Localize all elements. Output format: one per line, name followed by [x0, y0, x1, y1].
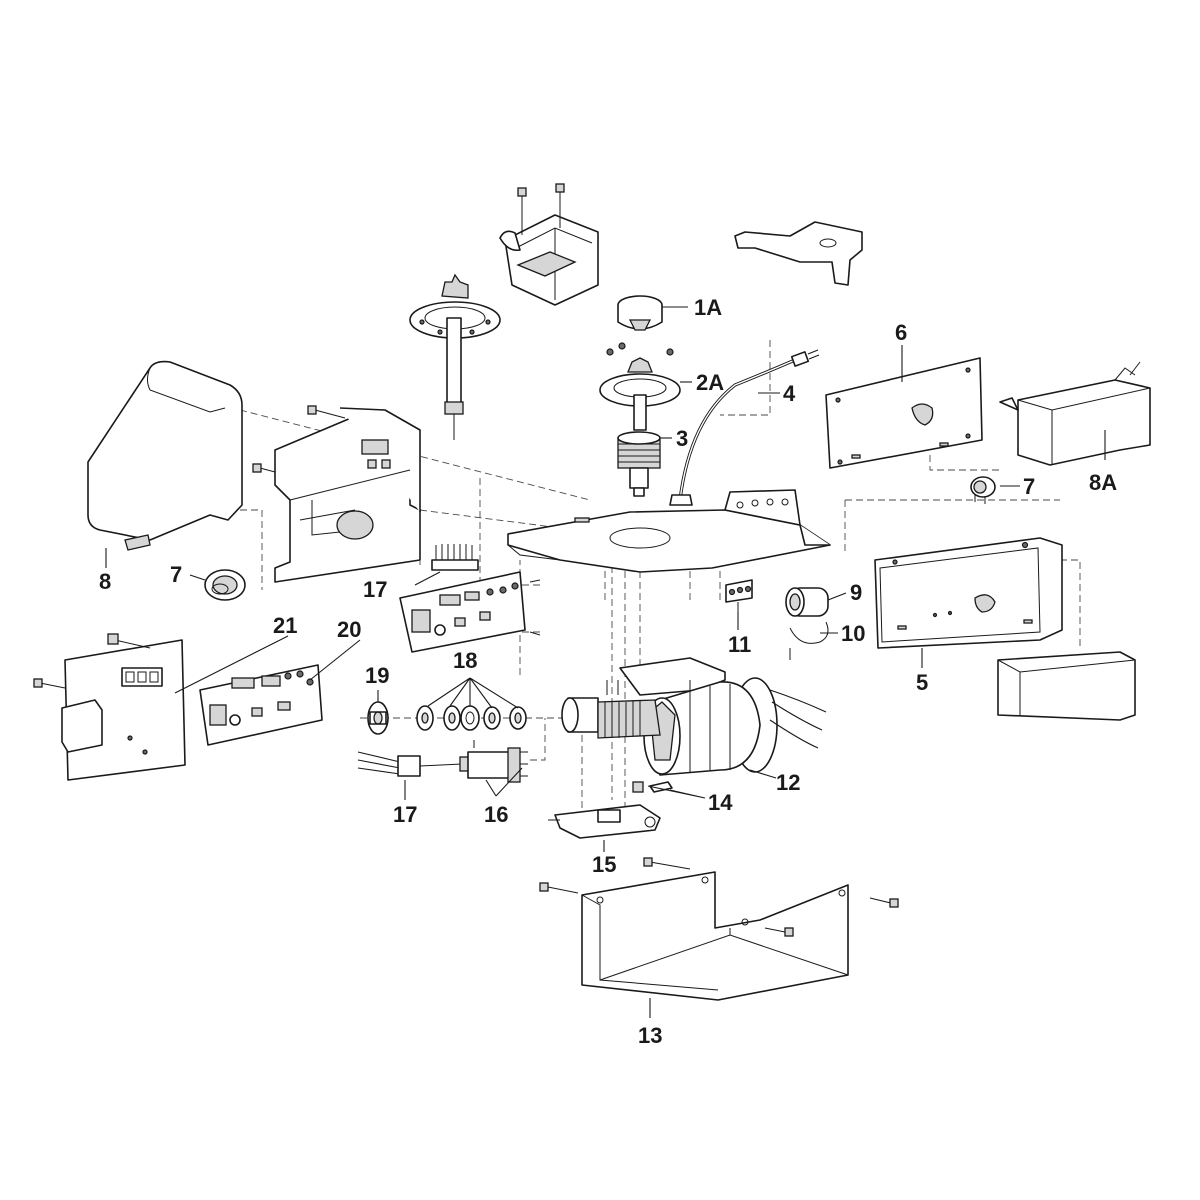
sprocket-shaft-assembly [409, 273, 501, 440]
label-15: 15 [592, 852, 616, 877]
label-1a: 1A [694, 295, 722, 320]
label-20: 20 [337, 617, 361, 642]
part-18-logic-board [399, 571, 541, 653]
part-15-limit-assembly [548, 804, 661, 839]
part-16-sensor [467, 740, 528, 783]
part-1a-cap [617, 295, 663, 331]
part-8-cover [87, 360, 243, 551]
part-20-receiver-board [199, 664, 323, 746]
part-17-ribbon-connector [431, 544, 479, 571]
label-4: 4 [783, 381, 796, 406]
label-12: 12 [776, 770, 800, 795]
label-7-left: 7 [170, 562, 182, 587]
part-13-bottom-channel [581, 871, 849, 1001]
hanger-bracket [734, 221, 863, 286]
label-8a: 8A [1089, 470, 1117, 495]
label-5: 5 [916, 670, 928, 695]
label-7-right: 7 [1023, 474, 1035, 499]
callout-leaders [105, 306, 1106, 1018]
label-13: 13 [638, 1023, 662, 1048]
part-2a-gear-plate [599, 342, 681, 431]
label-11: 11 [728, 632, 751, 657]
washer-set [416, 705, 527, 731]
end-panel-housing [274, 407, 421, 583]
part-9-capacitor [785, 587, 829, 617]
label-19: 19 [365, 663, 389, 688]
label-2a: 2A [696, 370, 724, 395]
label-21: 21 [273, 613, 297, 638]
lens-tray [997, 651, 1136, 721]
part-14-limit-switch [632, 781, 673, 793]
part-3-worm-gear [617, 431, 661, 497]
label-6: 6 [895, 320, 907, 345]
callout-labels: 1A 2A 3 4 5 6 7 7 8 8A 9 10 11 12 13 14 … [99, 295, 1117, 1048]
label-17-bottom: 17 [393, 802, 417, 827]
part-21-panel [33, 633, 186, 781]
part-10-clamp [789, 621, 829, 660]
chassis-plate [507, 489, 831, 573]
part-5-lens-housing [874, 537, 1063, 649]
label-9: 9 [850, 580, 862, 605]
housing-screw [252, 405, 346, 473]
part-17-cable [357, 751, 473, 777]
label-14: 14 [708, 790, 733, 815]
label-8: 8 [99, 569, 111, 594]
channel-screws [539, 857, 899, 937]
part-12-motor [561, 657, 827, 776]
part-11-terminal-block [725, 579, 753, 612]
part-8a-lens-cover [999, 361, 1151, 466]
part-19-bushing [367, 701, 389, 735]
rail-bracket [499, 214, 599, 306]
label-16: 16 [484, 802, 508, 827]
label-10: 10 [841, 621, 865, 646]
part-7-lens-right [970, 476, 996, 504]
part-6-cover-plate [825, 357, 983, 469]
label-18: 18 [453, 648, 477, 673]
part-7-lens-left [204, 569, 246, 601]
label-17-top: 17 [363, 577, 387, 602]
label-3: 3 [676, 426, 688, 451]
bracket-bolt [517, 183, 565, 235]
part-4-power-cord [669, 349, 820, 506]
